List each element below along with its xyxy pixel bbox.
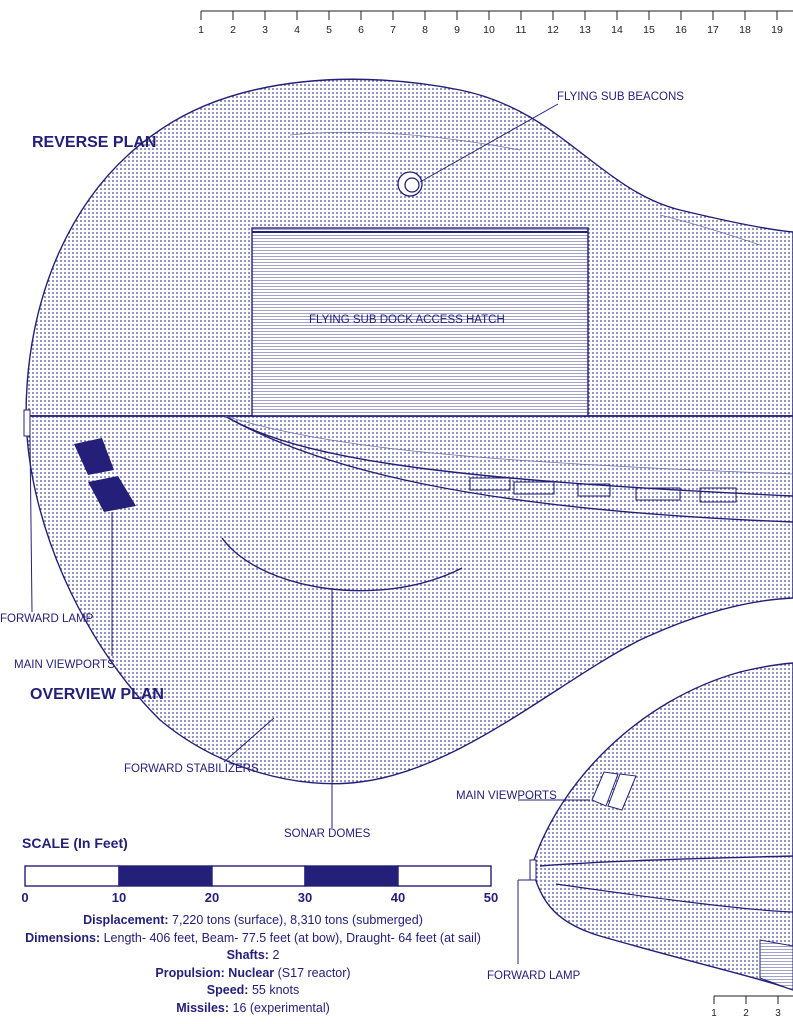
side-view-hull	[531, 662, 793, 991]
scale-tick-20: 20	[204, 890, 220, 905]
side-view-stern	[759, 939, 793, 991]
ruler-tick-19: 19	[771, 24, 783, 36]
ruler-tick-16: 16	[675, 24, 687, 36]
main-viewport-1	[74, 438, 114, 475]
ruler-tick-4: 4	[294, 24, 300, 36]
side-forward-lamp	[529, 859, 537, 881]
ruler-tick-15: 15	[643, 24, 655, 36]
sonar-domes-label: SONAR DOMES	[284, 828, 371, 840]
upper-contour-1	[289, 131, 521, 151]
forward-stabilizers-label: FORWARD STABILIZERS	[124, 763, 259, 775]
side-main-viewports-label: MAIN VIEWPORTS	[456, 790, 557, 802]
forward-lamp-mark	[23, 409, 31, 437]
bottom-ruler-tick-1: 1	[711, 1008, 717, 1019]
ruler-tick-10: 10	[483, 24, 495, 36]
spec-missiles: Missiles: 16 (experimental)	[176, 1000, 330, 1015]
flank-curve-2	[224, 415, 793, 523]
ruler-tick-7: 7	[390, 24, 396, 36]
ruler-tick-2: 2	[230, 24, 236, 36]
side-viewport-2	[607, 773, 637, 811]
beacon-leader	[419, 103, 559, 183]
ruler-tick-14: 14	[611, 24, 623, 36]
side-view-line-2	[555, 883, 793, 913]
ruler-tick-9: 9	[454, 24, 460, 36]
ruler-tick-17: 17	[707, 24, 719, 36]
flank-curve-3	[224, 415, 793, 475]
sonar-dome-arc	[221, 537, 463, 592]
dock-access-hatch	[251, 227, 589, 417]
ruler-tick-1: 1	[198, 24, 204, 36]
bottom-ruler-tick-2: 2	[743, 1008, 749, 1019]
side-forward-lamp-label: FORWARD LAMP	[487, 970, 581, 982]
leader-lines	[29, 435, 530, 964]
ruler-tick-6: 6	[358, 24, 364, 36]
ruler-tick-8: 8	[422, 24, 428, 36]
ruler-tick-18: 18	[739, 24, 751, 36]
flank-curve-1	[224, 415, 793, 497]
beacon-inner	[404, 177, 420, 193]
bottom-ruler	[713, 995, 793, 1004]
beacons-label: FLYING SUB BEACONS	[557, 91, 684, 103]
scale-title: SCALE (In Feet)	[22, 835, 128, 851]
overview-plan-title: OVERVIEW PLAN	[30, 686, 164, 703]
ruler-tick-11: 11	[515, 24, 527, 36]
bottom-ruler-tick-3: 3	[775, 1008, 781, 1019]
scale-bar	[24, 865, 492, 887]
spec-speed: Speed: 55 knots	[206, 983, 300, 997]
side-view-line-1	[539, 855, 793, 867]
hatch-label: FLYING SUB DOCK ACCESS HATCH	[309, 314, 505, 326]
scale-tick-50: 50	[483, 890, 499, 905]
reverse-plan-title: REVERSE PLAN	[32, 134, 157, 151]
specifications: Displacement: 7,220 tons (surface), 8,31…	[0, 912, 506, 1017]
missile-ports	[469, 477, 737, 503]
scale-tick-10: 10	[111, 890, 127, 905]
spec-dimensions: Dimensions: Length- 406 feet, Beam- 77.5…	[25, 930, 481, 945]
spec-shafts: Shafts: 2	[226, 948, 280, 962]
main-viewport-2	[88, 476, 136, 512]
overview-plan-hull	[25, 415, 793, 785]
ruler-tick-13: 13	[579, 24, 591, 36]
side-viewport-1	[591, 771, 619, 807]
main-viewports-label: MAIN VIEWPORTS	[14, 659, 115, 671]
top-ruler	[200, 10, 793, 20]
upper-contour-2	[659, 214, 761, 246]
scale-tick-30: 30	[297, 890, 313, 905]
ruler-tick-12: 12	[547, 24, 559, 36]
forward-lamp-label: FORWARD LAMP	[0, 613, 94, 625]
spec-displacement: Displacement: 7,220 tons (surface), 8,31…	[83, 913, 423, 927]
scale-tick-0: 0	[21, 890, 29, 905]
scale-tick-40: 40	[390, 890, 406, 905]
ruler-tick-5: 5	[326, 24, 332, 36]
ruler-tick-3: 3	[262, 24, 268, 36]
spec-propulsion: Propulsion: Nuclear (S17 reactor)	[155, 965, 351, 980]
